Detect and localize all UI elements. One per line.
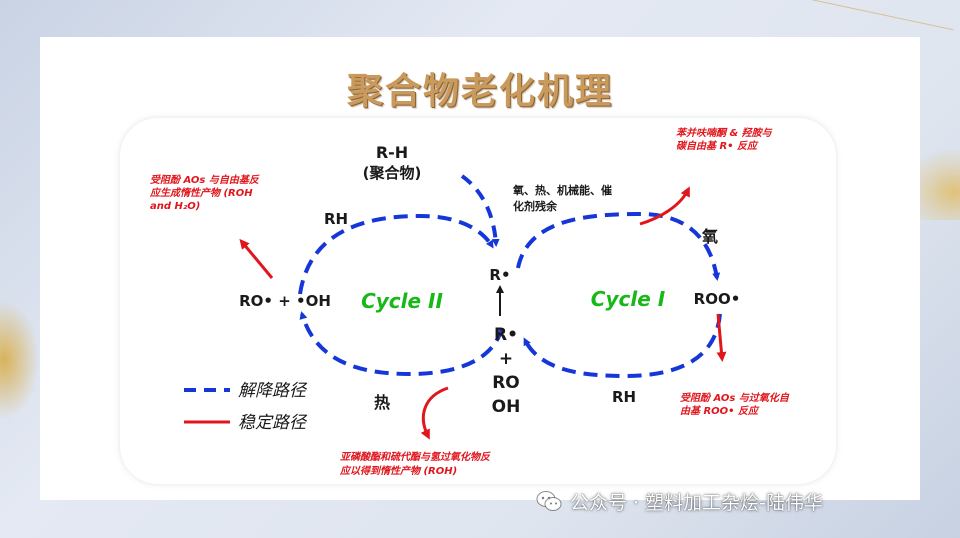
gold-line-decoration <box>797 0 960 31</box>
note-top-left-3: and H₂O) <box>150 201 200 212</box>
watermark: 公众号 · 塑料加工杂烩-陆伟华 <box>536 486 823 516</box>
polymer-rh-label: R-H <box>376 143 408 162</box>
cycle-ii-label: Cycle II <box>361 289 443 313</box>
red-arrow-bottom <box>420 386 449 440</box>
wechat-icon <box>536 491 562 511</box>
center-stack-ro: RO <box>492 373 520 393</box>
note-bottom-1: 亚磷酸酯和硫代酯与氢过氧化物反 <box>340 451 491 463</box>
red-arrow-top-left <box>239 238 274 279</box>
aging-mechanism-diagram: R-H (聚合物) 氧、热、机械能、催 化剂残余 R• R• + RO OH R… <box>149 127 790 477</box>
rh-right-label: RH <box>612 388 636 406</box>
slide-title: 聚合物老化机理 <box>346 71 613 112</box>
rh-left-label: RH <box>324 210 348 228</box>
right-product-label: ROO• <box>694 290 741 308</box>
note-top-left-1: 受阻酚 AOs 与自由基反 <box>150 174 260 186</box>
cycle-ii-loop-top <box>298 213 494 295</box>
note-top-right-1: 苯并呋喃酮 & 羟胺与 <box>676 127 773 139</box>
center-stack-r-radical: R• <box>494 325 518 345</box>
heat-label: 热 <box>374 393 390 412</box>
polymer-name-label: (聚合物) <box>363 164 422 182</box>
diagram-panel: R-H (聚合物) 氧、热、机械能、催 化剂残余 R• R• + RO OH R… <box>120 118 836 484</box>
legend-stabilization-label: 稳定路径 <box>238 413 308 433</box>
gold-decoration-left <box>0 300 40 420</box>
note-bottom-right-2: 由基 ROO• 反应 <box>680 405 760 417</box>
oxygen-label: 氧 <box>701 227 718 246</box>
left-product-label: RO• + •OH <box>239 292 331 310</box>
cycle-i-loop-bottom <box>523 313 722 379</box>
cycle-ii-loop-bottom <box>299 311 504 377</box>
initiators-line-1: 氧、热、机械能、催 <box>512 183 612 197</box>
note-bottom-2: 应以得到惰性产物 (ROH) <box>339 465 457 477</box>
watermark-text: 公众号 · 塑料加工杂烩-陆伟华 <box>570 491 823 514</box>
legend-degradation-label: 解降路径 <box>238 381 308 401</box>
red-arrow-top-right <box>639 186 690 226</box>
initiation-arrow <box>460 174 500 247</box>
cycle-i-label: Cycle I <box>591 287 666 311</box>
center-stack-oh: OH <box>492 397 521 417</box>
note-bottom-right-1: 受阻酚 AOs 与过氧化自 <box>680 392 790 404</box>
initiators-line-2: 化剂残余 <box>513 199 558 213</box>
note-top-right-2: 碳自由基 R• 反应 <box>676 140 759 152</box>
r-radical-top: R• <box>489 266 510 284</box>
note-top-left-2: 应生成惰性产物 (ROH <box>149 187 253 199</box>
cycle-i-loop-top <box>516 211 721 281</box>
red-arrow-bottom-right <box>716 313 727 362</box>
center-stack-plus: + <box>499 349 513 369</box>
